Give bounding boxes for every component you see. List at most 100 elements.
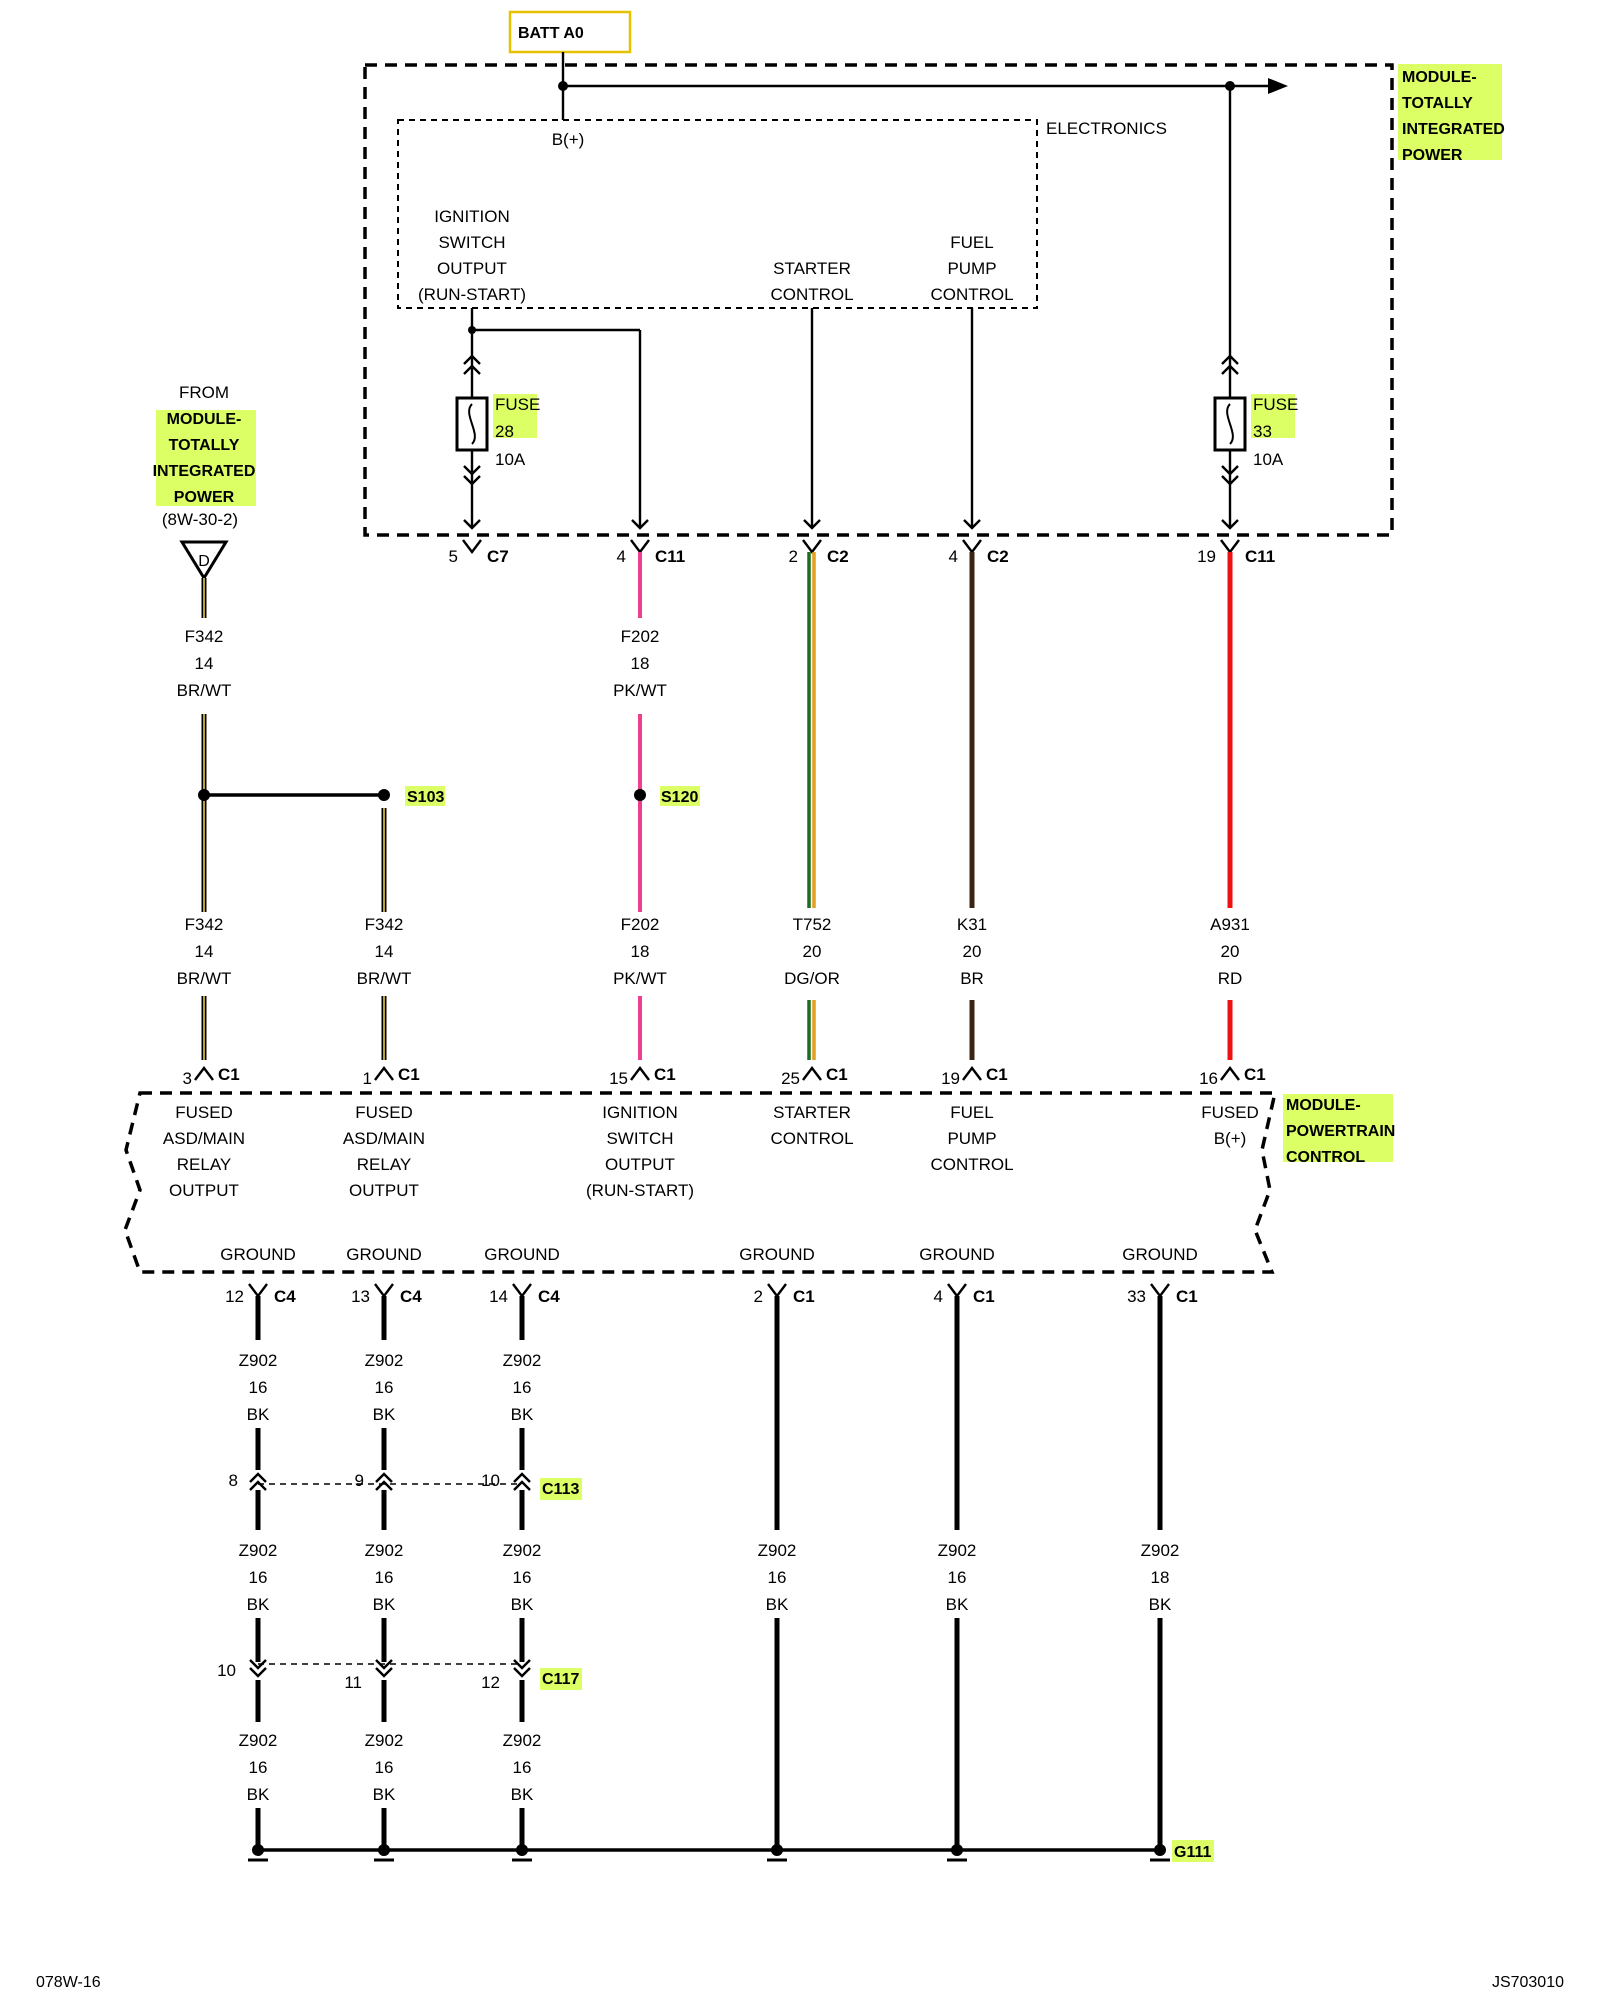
ground-terminal-icon bbox=[512, 1283, 532, 1298]
ground-wire-seg1-circuit: Z902 bbox=[503, 1351, 542, 1370]
wire-lower-gauge: 14 bbox=[375, 942, 394, 961]
pcm-pin-function-line: FUSED bbox=[355, 1103, 413, 1122]
ground-wire-seg3-gauge: 16 bbox=[249, 1758, 268, 1777]
c117-label: C117 bbox=[542, 1671, 579, 1688]
fuse28-output-arrow-icon bbox=[463, 519, 481, 530]
c117-chevron-icon bbox=[249, 1659, 267, 1670]
ground-wire-seg1-gauge: 16 bbox=[375, 1378, 394, 1397]
splice-s103-highlight bbox=[405, 786, 445, 806]
ground-pin-number: 14 bbox=[489, 1287, 508, 1306]
source-symbol: D bbox=[198, 553, 210, 570]
ground-wire-seg3-circuit: Z902 bbox=[365, 1731, 404, 1750]
from-name-line: TOTALLY bbox=[169, 437, 240, 454]
ground-wire-single-circuit: Z902 bbox=[758, 1541, 797, 1560]
arrow-right-icon bbox=[1268, 78, 1288, 94]
c117-pin: 12 bbox=[481, 1673, 500, 1692]
c117-pin: 10 bbox=[217, 1661, 236, 1680]
label-gap bbox=[376, 912, 392, 996]
ground-pin-connector: C4 bbox=[274, 1287, 296, 1306]
pcm-pin-function-line: FUEL bbox=[950, 1103, 993, 1122]
ground-wire-seg2-circuit: Z902 bbox=[503, 1541, 542, 1560]
from-name-highlight bbox=[156, 410, 256, 506]
ground-wire-seg3-gauge: 16 bbox=[375, 1758, 394, 1777]
pcm-pin-function-line: B(+) bbox=[1214, 1129, 1247, 1148]
c117-chevron-icon bbox=[513, 1667, 531, 1678]
ground-wire-seg2-color: BK bbox=[373, 1595, 396, 1614]
ground-wire-seg3-color: BK bbox=[511, 1785, 534, 1804]
pcm-pin-function-line: CONTROL bbox=[770, 1129, 853, 1148]
ground-label: GROUND bbox=[739, 1245, 815, 1264]
pcm-pin-number: 25 bbox=[781, 1069, 800, 1088]
ground-terminal-icon bbox=[1150, 1283, 1170, 1298]
tipm-name-line: TOTALLY bbox=[1402, 95, 1473, 112]
c117-chevron-icon bbox=[375, 1659, 393, 1670]
ground-pin-number: 2 bbox=[754, 1287, 763, 1306]
ground-bus-dot bbox=[378, 1844, 390, 1856]
pcm-pin-connector: C1 bbox=[398, 1065, 420, 1084]
ground-wire-seg3-color: BK bbox=[247, 1785, 270, 1804]
ground-wire-seg2-gauge: 16 bbox=[513, 1568, 532, 1587]
tipm-name-line: INTEGRATED bbox=[1402, 121, 1505, 138]
ground-wire-seg2-gauge: 16 bbox=[249, 1568, 268, 1587]
fuelpump-arrow-icon bbox=[963, 519, 981, 530]
pcm-terminal-icon bbox=[374, 1066, 394, 1081]
wire-lower-color: BR/WT bbox=[357, 969, 412, 988]
bplus-label: B(+) bbox=[552, 130, 585, 149]
pcm-pin-function-line: CONTROL bbox=[930, 1155, 1013, 1174]
splice-s120-label: S120 bbox=[661, 789, 698, 806]
c113-chevron-icon bbox=[249, 1472, 267, 1483]
pcm-pin-number: 1 bbox=[363, 1069, 372, 1088]
wire-f202-upper-color: PK/WT bbox=[613, 681, 667, 700]
fuse33-output-arrow-icon bbox=[1221, 519, 1239, 530]
ground-wire-single-color: BK bbox=[946, 1595, 969, 1614]
ground-wire-seg1-color: BK bbox=[247, 1405, 270, 1424]
output-fuelpump-line: PUMP bbox=[947, 259, 996, 278]
ground-bus-dot bbox=[1154, 1844, 1166, 1856]
ground-wire-seg1-color: BK bbox=[511, 1405, 534, 1424]
pcm-terminal-icon bbox=[802, 1066, 822, 1081]
wire-lower-gauge: 20 bbox=[963, 942, 982, 961]
wire-lower-gauge: 20 bbox=[1221, 942, 1240, 961]
wire-lower-color: RD bbox=[1218, 969, 1243, 988]
wire-f202-upper-gauge: 18 bbox=[631, 654, 650, 673]
c113-chevron-icon bbox=[249, 1480, 267, 1491]
fuse-element-icon bbox=[468, 403, 476, 445]
ground-label: GROUND bbox=[346, 1245, 422, 1264]
fuse-chevron-icon bbox=[463, 465, 481, 476]
ground-wire-single-circuit: Z902 bbox=[938, 1541, 977, 1560]
wire-lower-color: BR/WT bbox=[177, 969, 232, 988]
splice-s120-highlight bbox=[660, 786, 700, 806]
electronics-boundary bbox=[397, 119, 1038, 309]
pcm-terminal-icon bbox=[194, 1066, 214, 1081]
batt-label: BATT A0 bbox=[518, 25, 584, 42]
ground-label: GROUND bbox=[919, 1245, 995, 1264]
pcm-pin-number: 15 bbox=[609, 1069, 628, 1088]
ground-pin-number: 4 bbox=[934, 1287, 943, 1306]
label-gap bbox=[196, 912, 212, 996]
top-connector-pin: 4 bbox=[617, 547, 626, 566]
ground-pin-number: 33 bbox=[1127, 1287, 1146, 1306]
splice-s103-label: S103 bbox=[407, 789, 444, 806]
ground-pin-connector: C1 bbox=[793, 1287, 815, 1306]
pcm-pin-function-line: OUTPUT bbox=[605, 1155, 675, 1174]
ground-wire-seg1-color: BK bbox=[373, 1405, 396, 1424]
fuse-label-highlight bbox=[1251, 394, 1295, 438]
pcm-pin-function-line: OUTPUT bbox=[169, 1181, 239, 1200]
pcm-pin-function-line: ASD/MAIN bbox=[343, 1129, 425, 1148]
ground-wire-single-gauge: 18 bbox=[1151, 1568, 1170, 1587]
fuse-chevron-icon bbox=[1221, 475, 1239, 486]
ground-terminal-icon bbox=[767, 1283, 787, 1298]
top-connector-pin: 19 bbox=[1197, 547, 1216, 566]
wire-lower-gauge: 18 bbox=[631, 942, 650, 961]
ground-wire-seg2-gauge: 16 bbox=[375, 1568, 394, 1587]
c113-highlight bbox=[540, 1478, 582, 1500]
ground-wire-seg2-color: BK bbox=[511, 1595, 534, 1614]
ground-label: GROUND bbox=[220, 1245, 296, 1264]
ground-terminal-icon bbox=[374, 1283, 394, 1298]
pcm-pin-connector: C1 bbox=[654, 1065, 676, 1084]
c113-pin: 8 bbox=[229, 1471, 238, 1490]
ground-pin-number: 12 bbox=[225, 1287, 244, 1306]
splice-s103-dot bbox=[378, 789, 390, 801]
fuse-element-icon bbox=[1226, 403, 1234, 445]
